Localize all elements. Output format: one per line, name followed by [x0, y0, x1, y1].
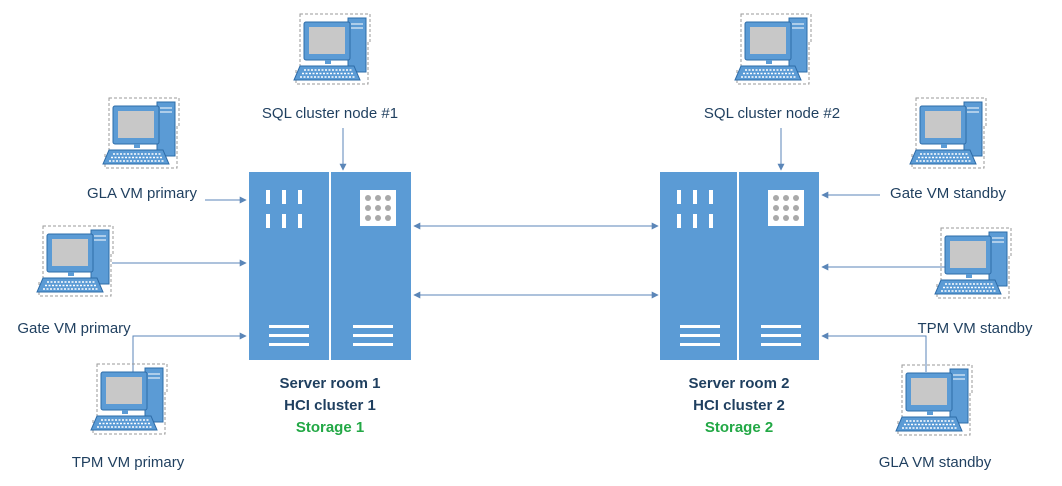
gate-standby-label: Gate VM standby	[890, 185, 1006, 202]
gla-primary-label: GLA VM primary	[87, 185, 198, 202]
computer-icon	[734, 13, 812, 85]
hci-cluster-2-label: HCI cluster 2	[693, 397, 785, 414]
computer-icon	[909, 97, 987, 169]
computer-icon	[895, 364, 973, 436]
computer-icon	[90, 363, 168, 435]
tpm-primary-label: TPM VM primary	[72, 454, 185, 471]
sql-node-1-label: SQL cluster node #1	[262, 105, 398, 122]
computer-icon	[36, 225, 114, 297]
hci-cluster-1-label: HCI cluster 1	[284, 397, 376, 414]
server-room-1-title: Server room 1	[280, 375, 381, 392]
link-gla-standby	[821, 332, 927, 372]
sql-node-2-label: SQL cluster node #2	[704, 105, 840, 122]
storage-1-label: Storage 1	[296, 419, 364, 436]
server-rack-icon	[660, 172, 819, 360]
server-rack-icon	[249, 172, 411, 360]
connectors	[112, 128, 945, 378]
storage-2-label: Storage 2	[705, 419, 773, 436]
computer-icon	[934, 227, 1012, 299]
computer-icon	[293, 13, 371, 85]
computer-icon	[102, 97, 180, 169]
gate-primary-label: Gate VM primary	[17, 320, 131, 337]
tpm-standby-label: TPM VM standby	[917, 320, 1033, 337]
server-room-2-title: Server room 2	[689, 375, 790, 392]
gla-standby-label: GLA VM standby	[879, 454, 992, 471]
